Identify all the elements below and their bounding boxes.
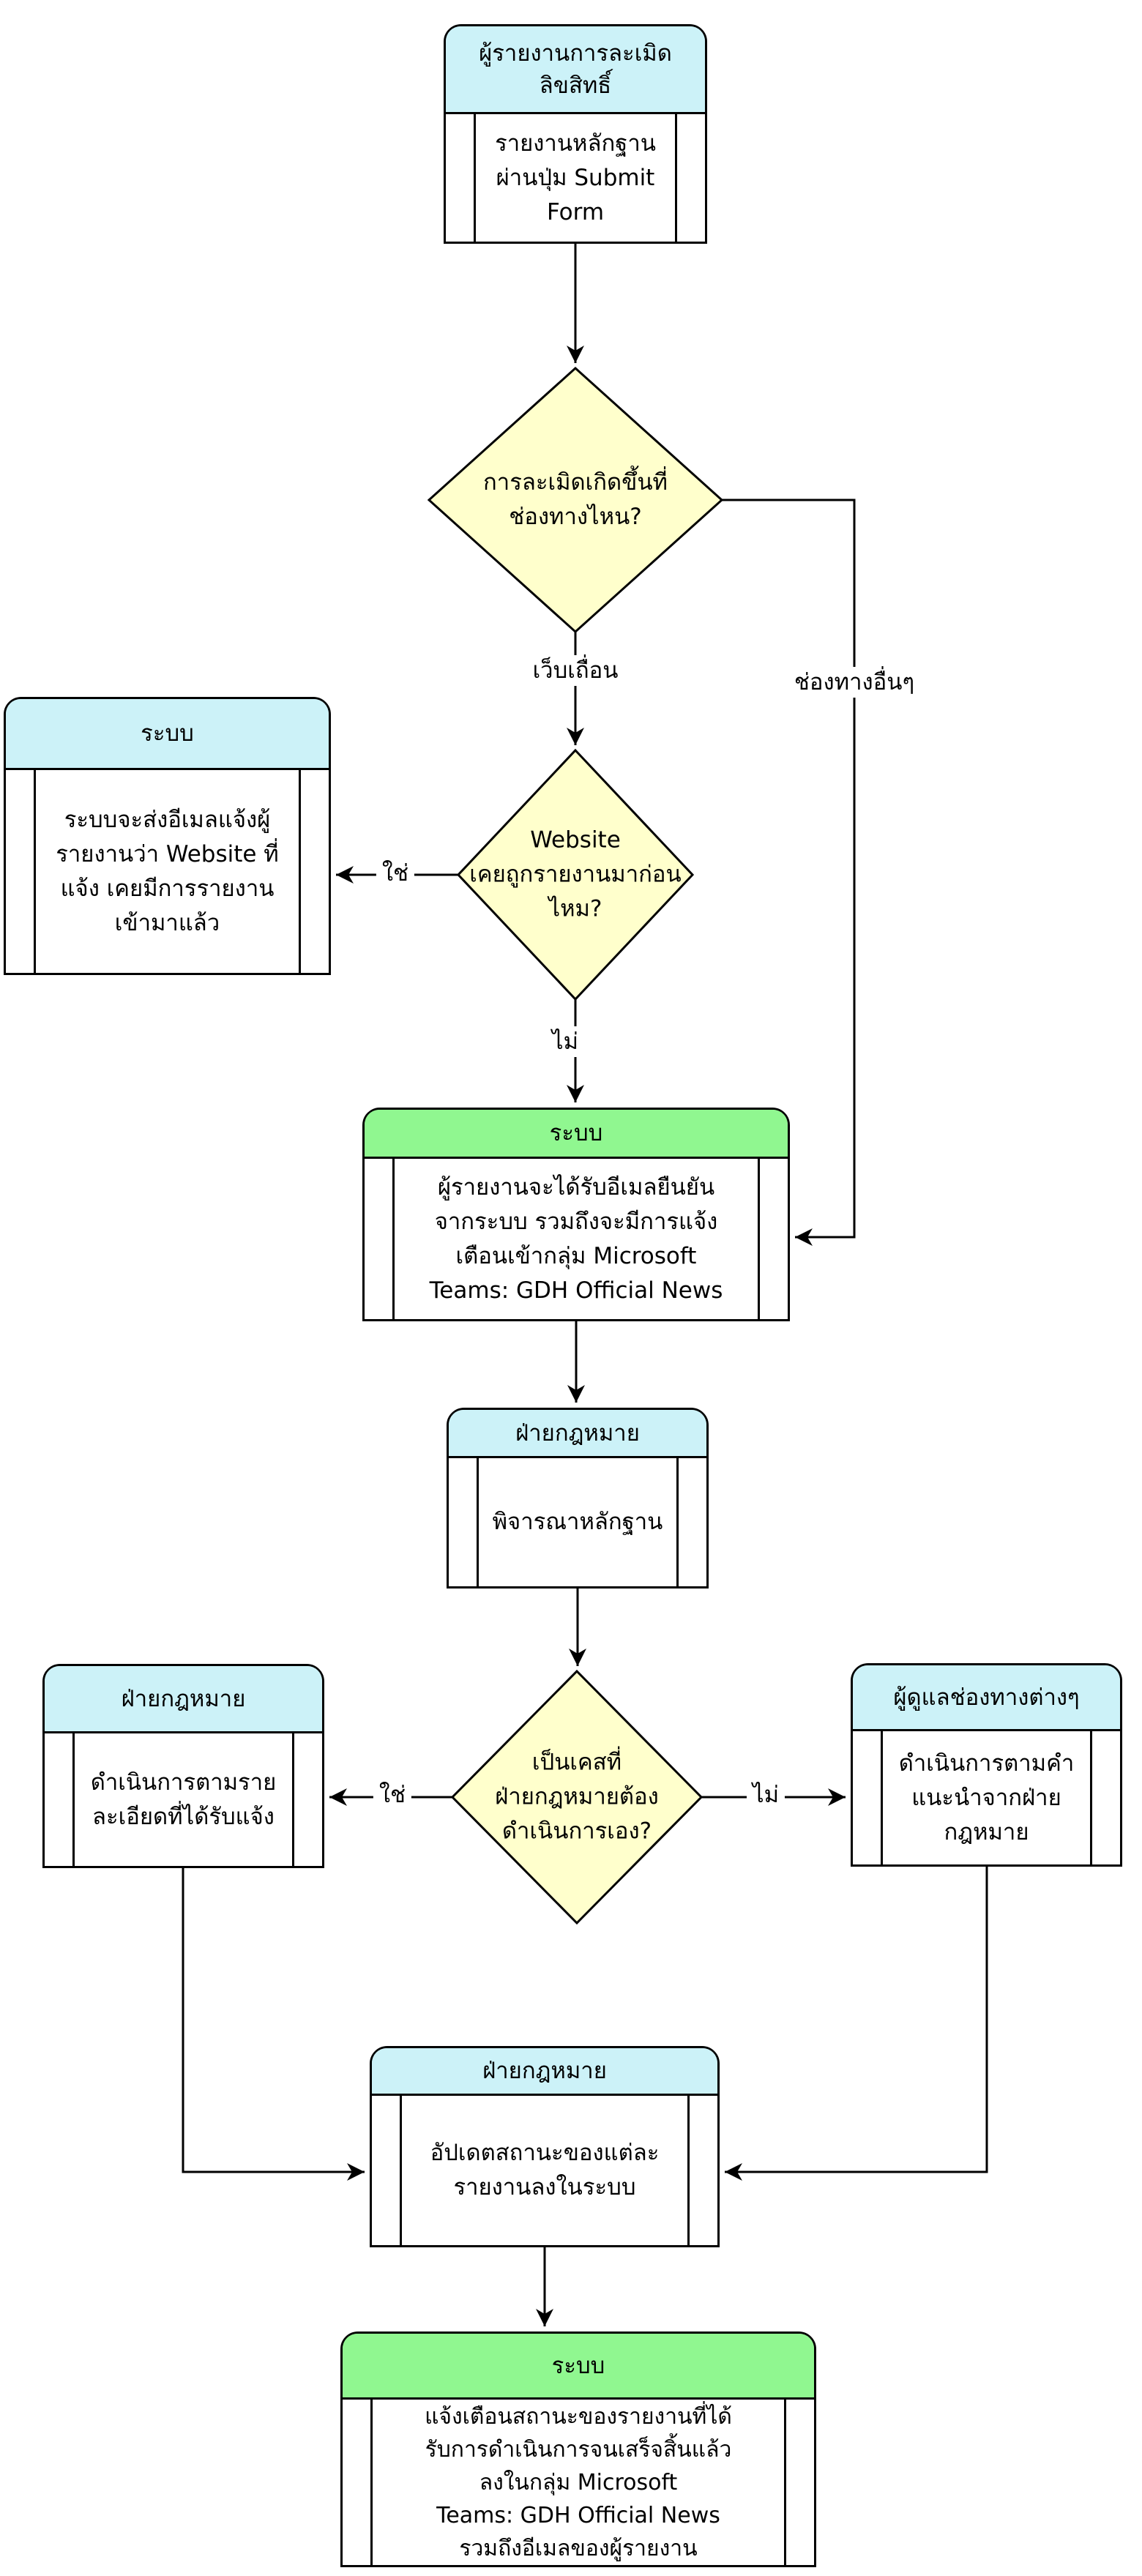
- node-legal-review-body: พิจารณาหลักฐาน: [449, 1458, 706, 1586]
- node-reporter-text: รายงานหลักฐาน ผ่านปุ่ม Submit Form: [495, 130, 656, 225]
- decision-reported-before-shape: [456, 748, 695, 1001]
- node-legal-review: ฝ่ายกฎหมาย พิจารณาหลักฐาน: [447, 1408, 709, 1588]
- node-channel-admin-text: ดำเนินการตามคำ แนะนำจากฝ่าย กฎหมาย: [898, 1750, 1075, 1845]
- decision-legal-case-text: เป็นเคสที่ ฝ่ายกฎหมายต้อง ดำเนินการเอง?: [495, 1749, 659, 1845]
- edge-label-yes-1: ใช่: [376, 858, 415, 889]
- node-system-notify-text: แจ้งเตือนสถานะของรายงานที่ได้ รับการดำเน…: [425, 2403, 732, 2561]
- node-legal-update-body: อัปเดตสถานะของแต่ละ รายงานลงในระบบ: [372, 2096, 717, 2245]
- decision-channel-text: การละเมิดเกิดขึ้นที่ ช่องทางไหน?: [483, 469, 668, 530]
- edge-label-pirate-web: เว็บเถื่อน: [526, 655, 624, 686]
- connector-channel-admin-to-legal-update: [725, 1867, 988, 2181]
- node-channel-admin-body: ดำเนินการตามคำ แนะนำจากฝ่าย กฎหมาย: [853, 1731, 1120, 1864]
- node-legal-review-text: พิจารณาหลักฐาน: [492, 1509, 663, 1535]
- node-channel-admin-header: ผู้ดูแลช่องทางต่างๆ: [853, 1665, 1120, 1731]
- node-legal-action-text: ดำเนินการตามราย ละเอียดที่ได้รับแจ้ง: [90, 1769, 277, 1830]
- decision-reported-before-text: Website เคยถูกรายงานมาก่อน ไหม?: [469, 826, 682, 922]
- node-system-duplicate-header: ระบบ: [6, 699, 329, 770]
- node-reporter-header: ผู้รายงานการละเมิด ลิขสิทธิ์: [446, 26, 705, 114]
- decision-channel-shape: [427, 366, 724, 634]
- node-legal-update: ฝ่ายกฎหมาย อัปเดตสถานะของแต่ละ รายงานลงใ…: [370, 2046, 720, 2247]
- node-channel-admin: ผู้ดูแลช่องทางต่างๆ ดำเนินการตามคำ แนะนำ…: [851, 1663, 1122, 1867]
- node-system-confirm-body: ผู้รายงานจะได้รับอีเมลยืนยัน จากระบบ รวม…: [365, 1159, 788, 1319]
- node-legal-action-header: ฝ่ายกฎหมาย: [45, 1666, 322, 1733]
- connector-other-channels-to-system-confirm: [722, 499, 856, 1246]
- node-system-duplicate-body: ระบบจะส่งอีเมลแจ้งผู้ รายงานว่า Website …: [6, 770, 329, 973]
- node-legal-update-text: อัปเดตสถานะของแต่ละ รายงานลงในระบบ: [430, 2140, 660, 2200]
- edge-label-no-1: ไม่: [545, 1026, 585, 1057]
- edge-label-no-2: ไม่: [746, 1780, 785, 1810]
- node-system-notify-body: แจ้งเตือนสถานะของรายงานที่ได้ รับการดำเน…: [343, 2400, 814, 2565]
- node-legal-action: ฝ่ายกฎหมาย ดำเนินการตามราย ละเอียดที่ได้…: [42, 1664, 324, 1868]
- edge-label-other-channels: ช่องทางอื่นๆ: [788, 667, 921, 698]
- decision-legal-case-shape: [450, 1669, 704, 1925]
- node-legal-review-header: ฝ่ายกฎหมาย: [449, 1410, 706, 1458]
- node-system-confirm-text: ผู้รายงานจะได้รับอีเมลยืนยัน จากระบบ รวม…: [429, 1173, 723, 1304]
- node-system-confirm: ระบบ ผู้รายงานจะได้รับอีเมลยืนยัน จากระบ…: [362, 1108, 790, 1321]
- node-reporter: ผู้รายงานการละเมิด ลิขสิทธิ์ รายงานหลักฐ…: [444, 24, 707, 244]
- node-system-duplicate: ระบบ ระบบจะส่งอีเมลแจ้งผู้ รายงานว่า Web…: [4, 697, 331, 975]
- node-legal-update-header: ฝ่ายกฎหมาย: [372, 2048, 717, 2096]
- node-system-duplicate-text: ระบบจะส่งอีเมลแจ้งผู้ รายงานว่า Website …: [56, 806, 279, 936]
- node-system-notify-header: ระบบ: [343, 2334, 814, 2400]
- connector-legal-action-to-legal-update: [182, 1868, 365, 2181]
- edge-label-yes-2: ใช่: [373, 1780, 412, 1810]
- node-legal-action-body: ดำเนินการตามราย ละเอียดที่ได้รับแจ้ง: [45, 1733, 322, 1866]
- node-reporter-body: รายงานหลักฐาน ผ่านปุ่ม Submit Form: [446, 114, 705, 242]
- node-system-confirm-header: ระบบ: [365, 1110, 788, 1159]
- node-system-notify: ระบบ แจ้งเตือนสถานะของรายงานที่ได้ รับกา…: [340, 2332, 816, 2567]
